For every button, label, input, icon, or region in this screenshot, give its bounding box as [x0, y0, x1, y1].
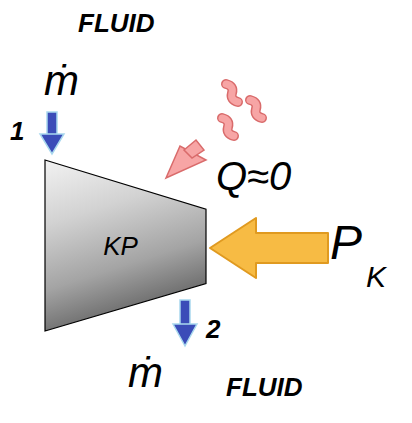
mass-flow-symbol: ṁ — [128, 352, 163, 394]
power-arrow — [210, 218, 328, 278]
station-number: 2 — [206, 316, 220, 342]
compressor-shape — [45, 160, 206, 331]
node-label: KP — [103, 233, 138, 259]
fluid-label: FLUID — [226, 374, 303, 400]
fluid-label: FLUID — [78, 10, 155, 36]
station-number: 1 — [10, 118, 24, 144]
power-symbol: P — [330, 219, 362, 267]
inlet-arrow — [40, 112, 64, 154]
mass-flow-symbol: ṁ — [44, 60, 79, 102]
outlet-arrow — [173, 300, 197, 346]
compressor-body: KP — [44, 159, 207, 332]
power-subscript: K — [366, 262, 386, 292]
heat-label: Q≈0 — [216, 156, 291, 196]
